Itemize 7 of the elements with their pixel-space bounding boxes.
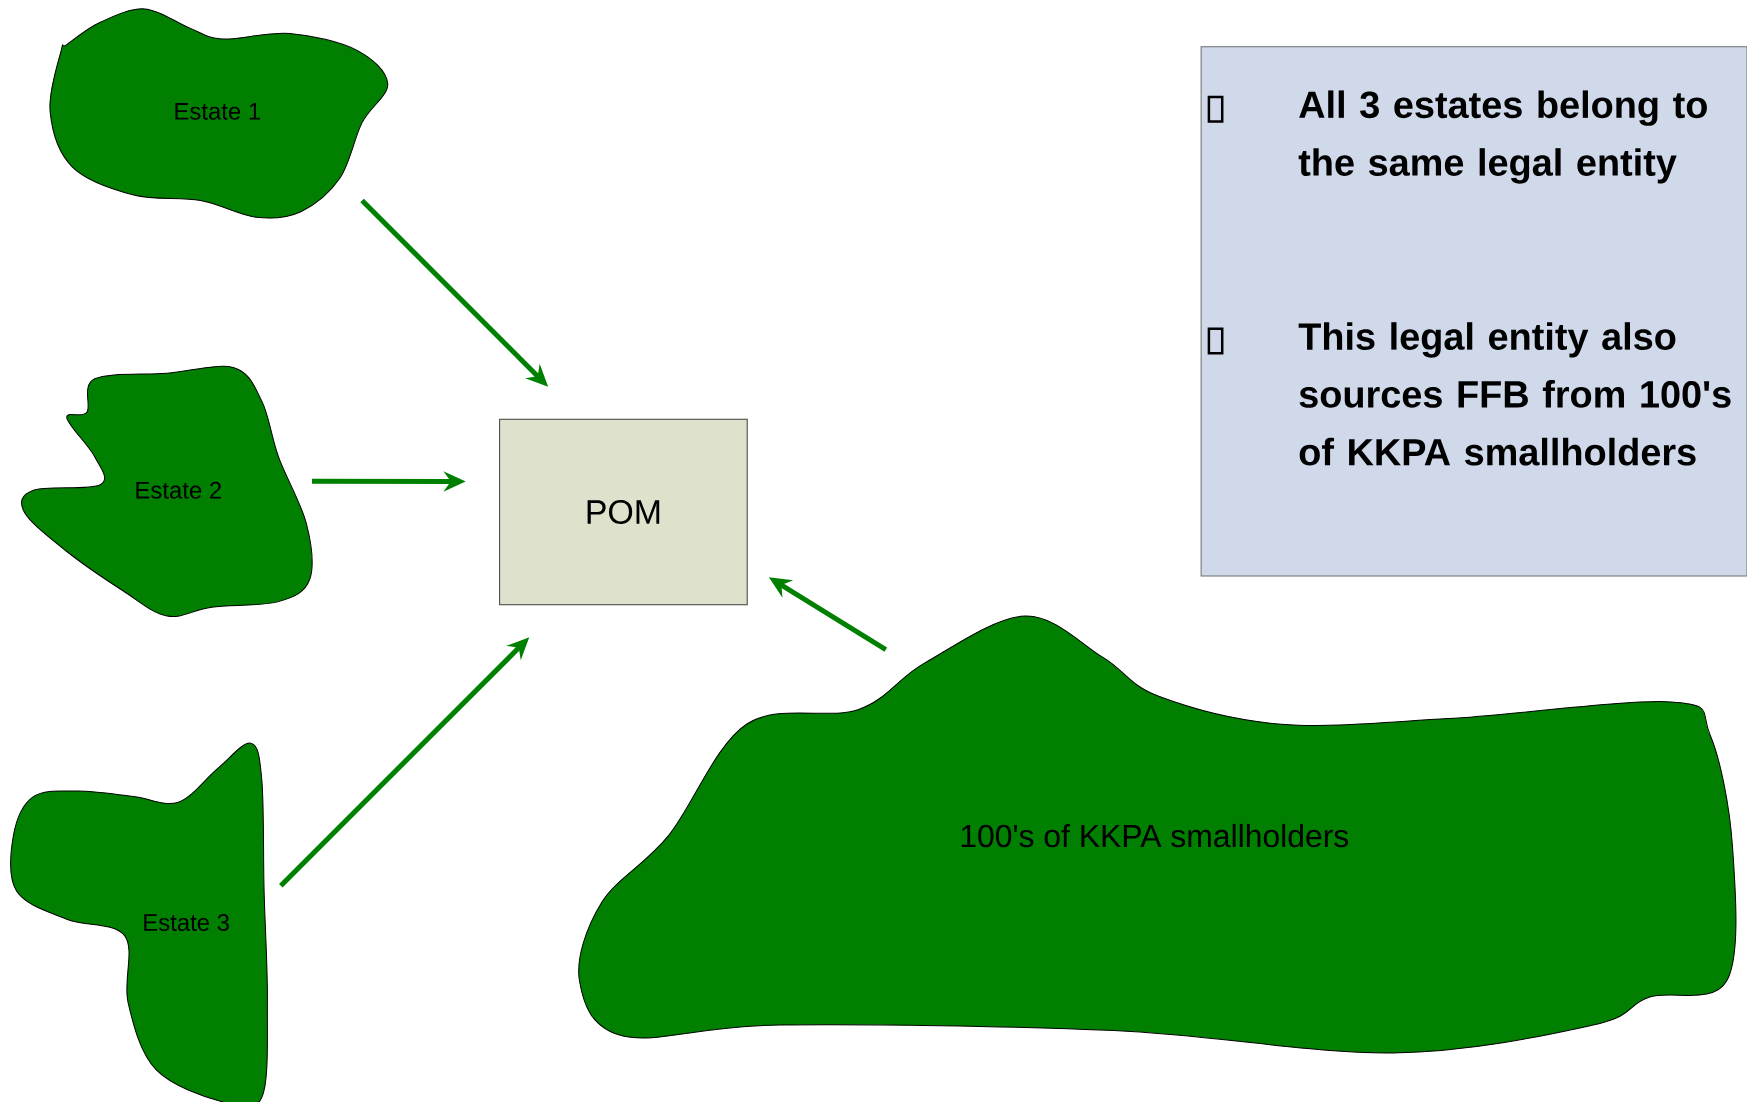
note-text: This legal entity also sources FFB from 100's of KKPA smallholders [1298, 322, 1731, 466]
area-label: Estate 3 [144, 914, 229, 931]
area-label: Estate 2 [136, 481, 221, 499]
note-text: All 3 estates belong to the same legal entity [1298, 90, 1707, 184]
process-box: POM [499, 418, 748, 606]
area-label: 100's of KKPA smallholders [961, 823, 1349, 848]
area-label: Estate 1 [175, 103, 260, 120]
